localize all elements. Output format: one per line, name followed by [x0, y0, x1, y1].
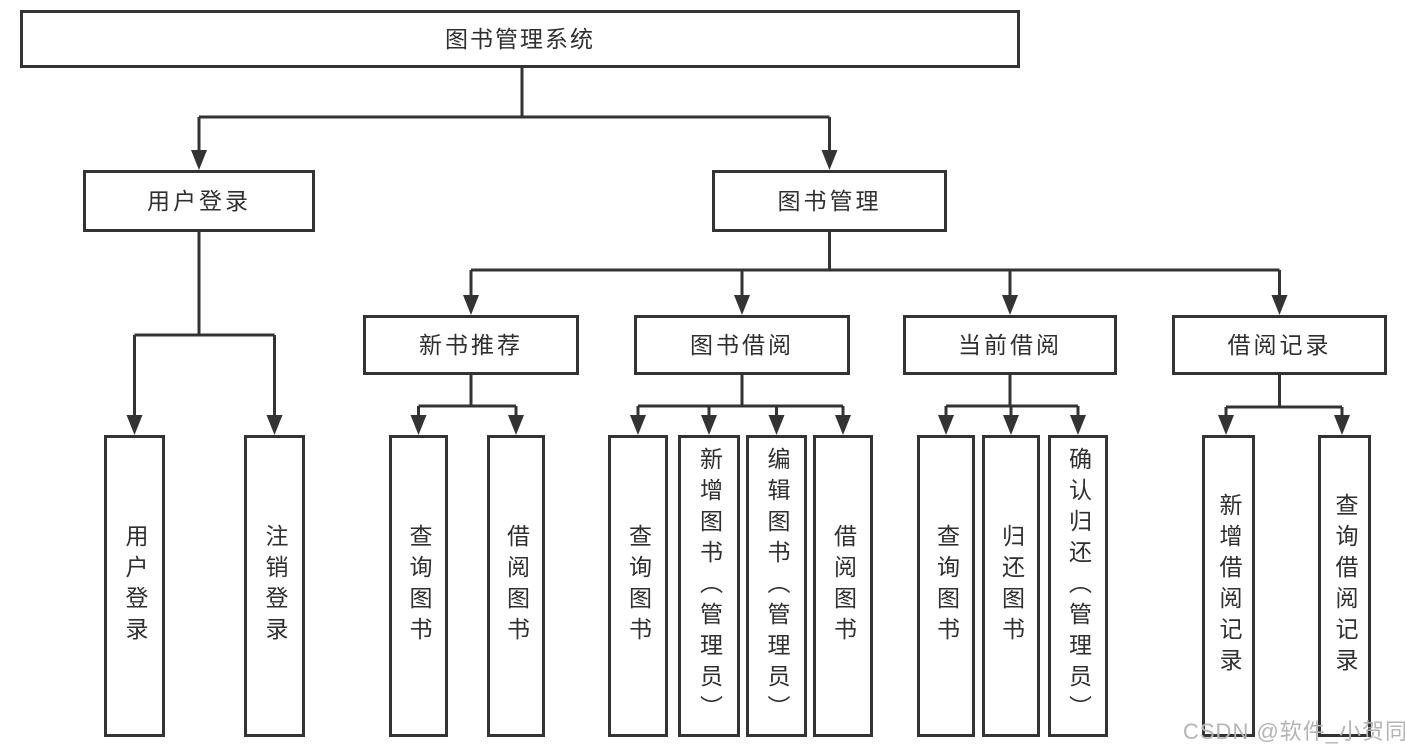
edge-root-to-level2 — [197, 68, 831, 152]
edge-current-borrow-to-leaves — [944, 375, 1080, 417]
leaf-add-book-admin: 新增图书（管理员） — [678, 435, 740, 737]
arrowhead — [1003, 415, 1019, 435]
arrowhead — [835, 415, 851, 435]
leaf-query-books-current: 查询图书 — [917, 435, 975, 737]
node-label: 查询借阅记录 — [1332, 493, 1358, 679]
edge-user-login-to-leaves — [133, 232, 276, 417]
leaf-add-borrow-record: 新增借阅记录 — [1202, 435, 1255, 737]
leaf-query-borrow-record: 查询借阅记录 — [1318, 435, 1371, 737]
leaf-edit-book-admin: 编辑图书（管理员） — [746, 435, 807, 737]
arrowhead — [630, 415, 646, 435]
arrowhead — [701, 415, 717, 435]
node-label: 确认归还（管理员） — [1065, 446, 1092, 726]
leaf-borrow-books-recommend: 借阅图书 — [487, 435, 545, 737]
edge-book-management-to-level3 — [469, 232, 1281, 297]
arrowhead — [463, 295, 479, 315]
node-book-management: 图书管理 — [712, 170, 947, 232]
node-label: 查询图书 — [406, 524, 432, 648]
node-label: 图书借阅 — [690, 331, 794, 358]
arrowhead — [508, 415, 524, 435]
arrowhead — [938, 415, 954, 435]
arrowhead — [1002, 295, 1018, 315]
arrowhead — [1334, 415, 1350, 435]
node-label: 用户登录 — [122, 524, 148, 648]
node-label: 借阅图书 — [503, 524, 530, 648]
leaf-confirm-return-admin: 确认归还（管理员） — [1048, 435, 1108, 737]
arrowhead — [734, 295, 750, 315]
edge-new-book-to-leaves — [417, 375, 518, 417]
node-label: 查询图书 — [933, 524, 960, 648]
node-borrow-record: 借阅记录 — [1172, 315, 1387, 375]
node-book-borrow: 图书借阅 — [634, 315, 850, 375]
arrowhead — [1218, 415, 1234, 435]
node-label: 用户登录 — [147, 187, 251, 214]
arrowhead — [191, 150, 207, 170]
node-user-login: 用户登录 — [83, 170, 315, 232]
node-label: 注销登录 — [262, 524, 288, 648]
arrowhead — [410, 415, 427, 435]
edge-borrow-record-to-leaves — [1224, 375, 1344, 417]
node-label: 编辑图书（管理员） — [764, 446, 790, 726]
arrowhead — [266, 415, 283, 435]
edge-book-borrow-to-leaves — [636, 375, 845, 417]
node-current-borrow: 当前借阅 — [903, 315, 1117, 375]
node-label: 查询图书 — [625, 524, 652, 648]
node-label: 借阅图书 — [830, 524, 857, 648]
node-new-book-recommend: 新书推荐 — [363, 315, 579, 375]
node-label: 新增借阅记录 — [1216, 493, 1242, 679]
leaf-user-login: 用户登录 — [104, 435, 165, 737]
node-label: 归还图书 — [998, 524, 1025, 648]
csdn-watermark: CSDN @软件_小贺同学 — [1183, 719, 1405, 744]
leaf-return-books: 归还图书 — [982, 435, 1040, 737]
leaf-borrow-books: 借阅图书 — [813, 435, 873, 737]
arrowhead — [768, 415, 785, 435]
leaf-query-books-recommend: 查询图书 — [389, 435, 448, 737]
node-label: 新书推荐 — [419, 331, 523, 358]
leaf-query-books-borrow: 查询图书 — [608, 435, 668, 737]
arrowhead — [1070, 415, 1086, 435]
node-label: 当前借阅 — [958, 331, 1062, 358]
node-root-system: 图书管理系统 — [20, 10, 1020, 68]
leaf-logout: 注销登录 — [244, 435, 305, 737]
arrowhead — [126, 415, 143, 435]
arrowhead — [821, 150, 838, 170]
node-label: 图书管理系统 — [445, 25, 595, 52]
node-label: 借阅记录 — [1227, 331, 1332, 358]
arrowhead — [1271, 295, 1288, 315]
node-label: 图书管理 — [777, 187, 882, 214]
node-label: 新增图书（管理员） — [696, 446, 723, 726]
